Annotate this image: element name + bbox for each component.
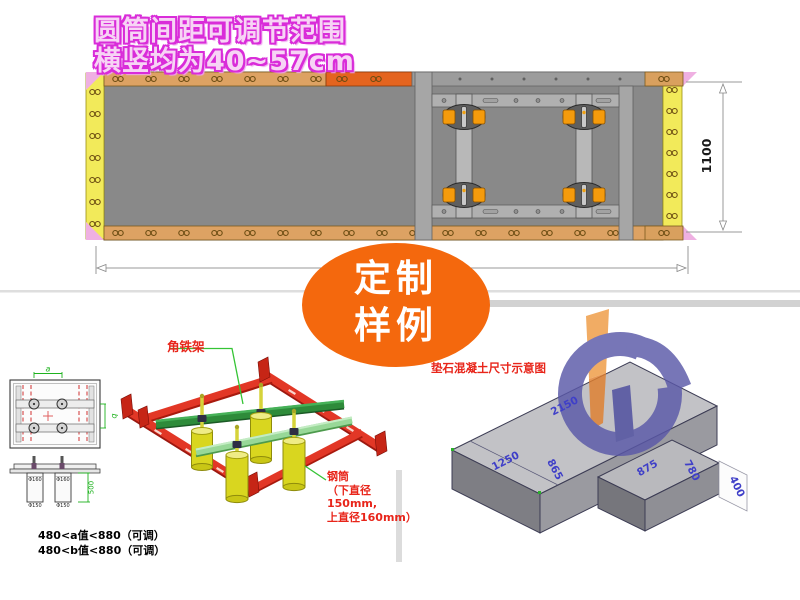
spacing-front-view-drawing: Φ160 Φ160 Φ150 Φ150 500 [9, 456, 101, 509]
steel-cylinder [225, 424, 249, 504]
light-green-bar [195, 416, 353, 458]
height-dim-plane [718, 460, 748, 512]
rivet-dots [426, 77, 622, 81]
dim-depth-text: 500 [88, 481, 96, 494]
dia-bottom-text: Φ150 [28, 503, 41, 509]
dia-top-text: Φ160 [28, 477, 41, 483]
green-dim-lines [33, 372, 106, 429]
formwork-top-view-drawing: 1100 [85, 71, 742, 274]
angle-iron-frame [120, 356, 388, 498]
dim-a-text: a [46, 365, 51, 374]
badge-line1: 定制 [354, 257, 438, 300]
dia-top-text: Φ160 [56, 477, 69, 483]
left-yellow-rail [85, 72, 105, 240]
range-note-a: 480<a值<880（可调） [38, 529, 165, 542]
range-note-b: 480<b值<880（可调） [38, 544, 166, 557]
concrete-3d-drawing: 2150 1250 865 875 780 400 [450, 309, 748, 534]
cylinder-label-leader [304, 465, 327, 481]
angle-iron-frame-label: 角铁架 [167, 339, 205, 354]
corner-bevels [86, 72, 697, 240]
bottom-tan-strip [103, 225, 664, 241]
height-dimension-text: 1100 [699, 138, 714, 173]
center-mark [43, 411, 53, 421]
top-annotation-line1: 圆筒间距可调节范围 [94, 16, 346, 47]
top-annotation: 圆筒间距可调节范围 横竖均为40~57cm [94, 17, 355, 77]
badge-line2: 样例 [354, 304, 438, 347]
steel-cylinder [250, 382, 272, 464]
top-annotation-line2: 横竖均为40~57cm [94, 46, 355, 77]
adjustable-frame-assembly [414, 71, 634, 241]
top-gray-strip [411, 71, 664, 87]
concrete-diagram-title: 垫石混凝土尺寸示意图 [431, 361, 546, 375]
rail-end-tabs [120, 356, 388, 498]
frame-3d-drawing [120, 347, 388, 504]
brand-logo-watermark [558, 309, 691, 456]
dim-b-text: b [110, 413, 119, 418]
dimension-arrows [95, 82, 728, 273]
cylinder-label-line3: 上直径160mm） [327, 510, 417, 524]
frame-label-leader [170, 347, 244, 405]
cylinder-label-line2: （下直径150mm, [327, 483, 378, 511]
custom-sample-badge: 定制 样例 [302, 243, 490, 367]
dia-bottom-text: Φ150 [56, 503, 69, 509]
cylinder-label-line1: 钢筒 [327, 470, 349, 483]
red-dashed-guides [22, 385, 88, 443]
steel-cylinder [282, 408, 306, 492]
adjustable-range-notes: 480<a值<880（可调） 480<b值<880（可调） [38, 528, 165, 558]
steel-cylinder-label: 钢筒 （下直径150mm, 上直径160mm） [327, 470, 419, 524]
spacing-top-view-drawing: a b [9, 365, 119, 449]
